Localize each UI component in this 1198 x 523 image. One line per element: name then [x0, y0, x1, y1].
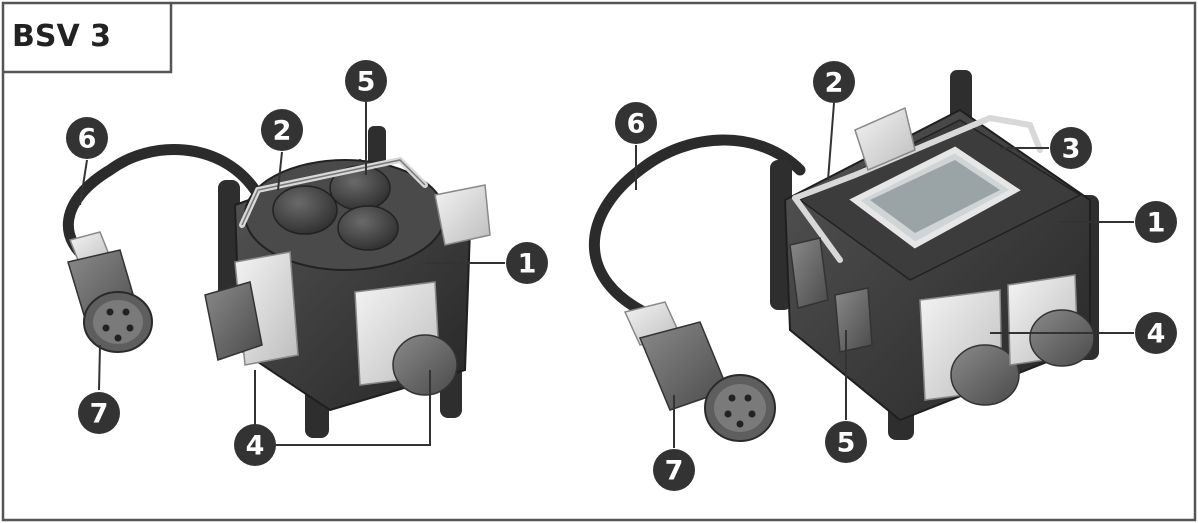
svg-text:1: 1 — [518, 249, 537, 280]
svg-text:4: 4 — [246, 431, 265, 462]
right-callout-4: 4 — [1135, 312, 1177, 354]
left-distributor-illustration — [62, 126, 491, 438]
svg-text:7: 7 — [665, 456, 684, 487]
right-cable — [588, 134, 806, 321]
figure-title: BSV 3 — [12, 19, 111, 54]
left-callout-2: 2 — [261, 109, 303, 151]
right-callout-1: 1 — [1135, 201, 1177, 243]
svg-text:6: 6 — [78, 124, 97, 155]
left-callout-5: 5 — [345, 60, 387, 102]
svg-text:4: 4 — [1147, 319, 1166, 350]
left-leader-lines — [79, 102, 505, 446]
svg-text:2: 2 — [273, 116, 292, 147]
svg-text:1: 1 — [1147, 208, 1166, 239]
svg-text:2: 2 — [825, 68, 844, 99]
left-callout-4: 4 — [234, 424, 276, 466]
left-callout-7: 7 — [78, 392, 120, 434]
right-callout-7: 7 — [653, 449, 695, 491]
svg-text:3: 3 — [1062, 134, 1081, 165]
svg-text:5: 5 — [357, 67, 376, 98]
left-callout-1: 1 — [506, 242, 548, 284]
right-cee-plug — [623, 301, 776, 442]
right-leader-lines — [635, 102, 1134, 448]
svg-text:7: 7 — [90, 399, 109, 430]
right-distributor-illustration — [588, 70, 1099, 442]
svg-text:6: 6 — [627, 109, 646, 140]
svg-text:5: 5 — [837, 428, 856, 459]
right-callout-5: 5 — [825, 421, 867, 463]
right-callout-3: 3 — [1050, 127, 1092, 169]
left-callout-6: 6 — [66, 117, 108, 159]
left-cable — [62, 144, 261, 271]
right-callout-2: 2 — [813, 61, 855, 103]
left-cee-plug — [67, 231, 153, 353]
right-callout-6: 6 — [615, 102, 657, 144]
